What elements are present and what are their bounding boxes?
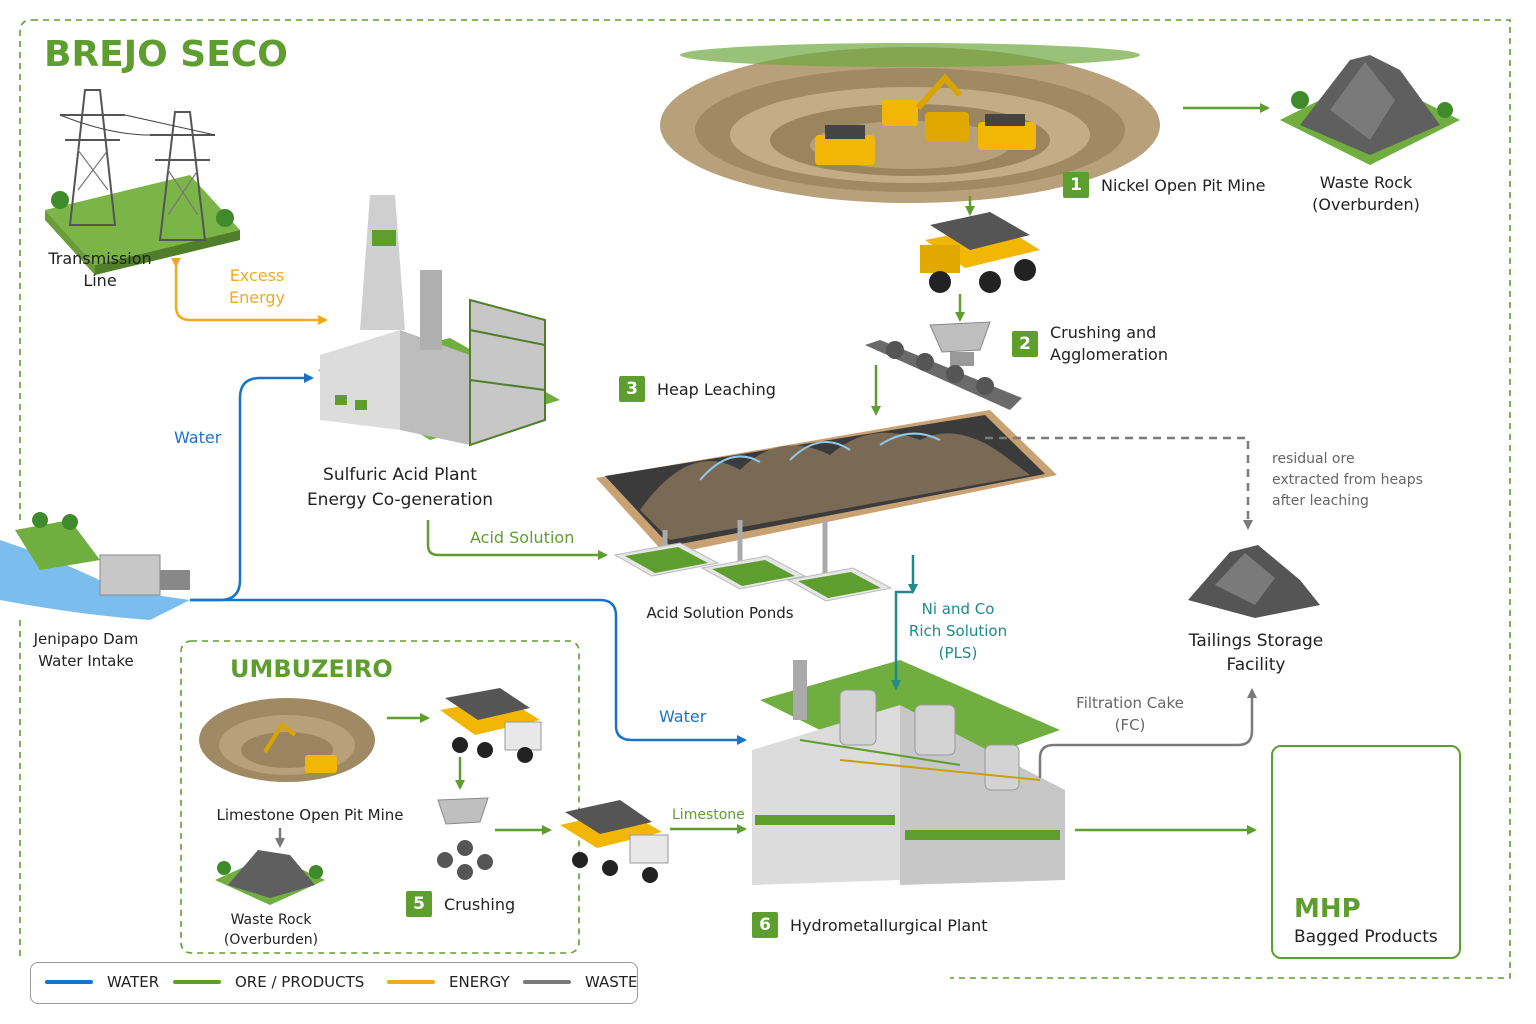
small-waste-rock-icon	[215, 850, 325, 905]
legend-ore-swatch	[173, 980, 221, 984]
legend: WATER ORE / PRODUCTS ENERGY WASTE	[30, 962, 638, 1004]
acid-ponds-icon	[613, 542, 893, 602]
legend-waste-swatch	[523, 980, 571, 984]
crusher-conveyor-icon	[865, 321, 1022, 410]
limestone-crusher-icon	[437, 797, 493, 880]
arrow-pls-to-plant	[891, 590, 913, 690]
arrow-acid-solution	[426, 520, 608, 560]
legend-water-swatch	[45, 980, 93, 984]
brejo-seco-boundary	[32, 19, 1511, 979]
arrow-excess-energy	[171, 258, 328, 325]
mhp-box	[1271, 745, 1461, 959]
legend-water: WATER	[45, 973, 159, 991]
waste-rock-pile-icon	[1280, 55, 1460, 165]
limestone-flow-label: Limestone	[672, 807, 745, 823]
small-waste-rock-label: Waste Rock(Overburden)	[223, 912, 319, 948]
legend-waste: WASTE	[523, 973, 637, 991]
arrow-water-to-acid-plant	[190, 373, 314, 602]
tailings-pile-icon	[1188, 545, 1320, 618]
arrow-water-to-hydromet	[190, 598, 747, 745]
haul-truck-icon	[920, 212, 1040, 293]
heap-leach-icon	[596, 410, 1057, 575]
acid-plant-icon	[318, 195, 560, 447]
water-upper-label: Water	[174, 428, 222, 447]
limestone-pit-icon	[199, 698, 375, 782]
step-2-crushing: 2 Crushing and Agglomeration	[1012, 322, 1168, 366]
ponds-label: Acid Solution Ponds	[646, 604, 794, 622]
transmission-tower-icon	[45, 89, 240, 275]
acid-solution-label: Acid Solution	[470, 528, 575, 547]
step-5-crushing: 5 Crushing	[406, 891, 515, 917]
limestone-truck-1-icon	[440, 688, 542, 763]
water-lower-label: Water	[659, 707, 707, 726]
mhp-subtitle: Bagged Products	[1294, 927, 1438, 947]
mhp-title: MHP	[1294, 894, 1361, 924]
nickel-pit-icon	[660, 43, 1160, 203]
step-6-hydromet: 6 Hydrometallurgical Plant	[752, 912, 988, 938]
hydromet-plant-icon	[752, 660, 1065, 885]
legend-energy: ENERGY	[387, 973, 510, 991]
umbuzeiro-boundary	[180, 640, 580, 954]
brejo-seco-title: BREJO SECO	[44, 34, 288, 75]
waste-rock-label: Waste Rock(Overburden)	[1312, 173, 1420, 214]
step-1-nickel-mine: 1 Nickel Open Pit Mine	[1063, 172, 1265, 198]
water-intake-icon	[0, 512, 190, 620]
umbuzeiro-title: UMBUZEIRO	[230, 655, 393, 683]
step-3-heap-leaching: 3 Heap Leaching	[619, 376, 776, 402]
legend-energy-swatch	[387, 980, 435, 984]
arrow-filtration-cake	[1038, 688, 1257, 778]
legend-ore: ORE / PRODUCTS	[173, 973, 364, 991]
limestone-mine-label: Limestone Open Pit Mine	[216, 806, 404, 824]
limestone-truck-2-icon	[560, 800, 669, 883]
filtration-cake-label: Filtration Cake(FC)	[1076, 694, 1184, 734]
arrow-residual-ore	[985, 436, 1253, 530]
